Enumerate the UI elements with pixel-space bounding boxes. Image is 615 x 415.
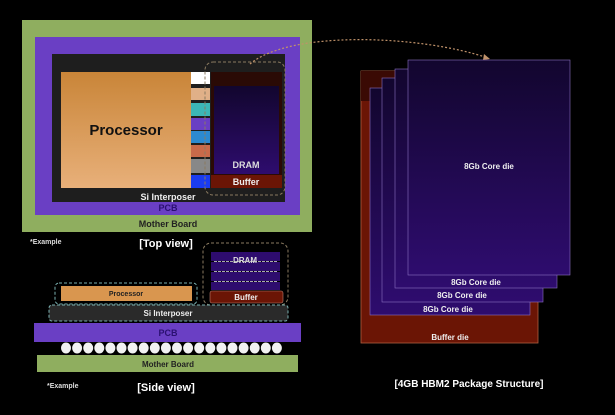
solder-ball [205, 342, 216, 354]
buffer-label: Buffer [233, 177, 260, 187]
side-interposer-label: Si Interposer [144, 309, 193, 318]
solder-ball [227, 342, 238, 354]
side-buffer-label: Buffer [234, 293, 258, 302]
side-motherboard [37, 355, 298, 372]
side-buffer [209, 290, 284, 304]
side-interposer [48, 304, 289, 322]
solder-ball [127, 342, 138, 354]
solder-ball [83, 342, 94, 354]
package-structure: 8Gb Core die 8Gb Core die 8Gb Core die 8… [360, 59, 571, 390]
phy-strip [191, 72, 210, 188]
core-die-label: 8Gb Core die [464, 162, 514, 171]
side-pcb [34, 323, 301, 342]
side-motherboard-label: Mother Board [142, 360, 194, 369]
pcb-label: PCB [158, 203, 178, 213]
side-example-note: *Example [47, 383, 79, 390]
core-die-label: 8Gb Core die [437, 291, 487, 300]
top-view-caption: [Top view] [139, 238, 193, 250]
side-view: DRAM Buffer Processor Si Interposer PCB … [34, 242, 301, 394]
core-die-1 [407, 59, 571, 276]
solder-ball [238, 342, 249, 354]
dram-layers [211, 252, 280, 290]
zoom-arrow [249, 39, 489, 65]
solder-ball [172, 342, 182, 354]
solder-ball [149, 342, 160, 354]
side-processor [61, 286, 192, 301]
package-caption: [4GB HBM2 Package Structure] [395, 379, 544, 390]
solder-ball [72, 342, 83, 354]
side-processor-label: Processor [109, 291, 144, 298]
core-die-label: 8Gb Core die [423, 305, 473, 314]
solder-ball [105, 342, 116, 354]
example-note: *Example [30, 239, 62, 246]
solder-ball [94, 342, 105, 354]
hbm-outline [204, 61, 286, 196]
side-view-caption: [Side view] [137, 382, 195, 394]
motherboard-label: Mother Board [139, 219, 198, 229]
solder-balls [61, 342, 282, 354]
side-pcb-label: PCB [158, 328, 178, 338]
solder-ball [183, 342, 194, 354]
processor-outline [54, 282, 198, 305]
solder-ball [138, 342, 149, 354]
solder-ball [249, 342, 260, 354]
processor-die [61, 72, 191, 188]
solder-ball [160, 342, 171, 354]
buffer-die [211, 175, 282, 188]
solder-ball [271, 342, 282, 354]
buffer-die-label: Buffer die [431, 333, 469, 342]
core-die-label: 8Gb Core die [451, 278, 501, 287]
solder-ball [116, 342, 127, 354]
interposer-label: Si Interposer [140, 192, 196, 202]
solder-ball [216, 342, 227, 354]
solder-ball [61, 342, 71, 354]
solder-ball [194, 342, 205, 354]
processor-label: Processor [89, 122, 163, 139]
dram-label: DRAM [233, 160, 260, 170]
side-dram-label: DRAM [233, 256, 257, 265]
solder-ball [260, 342, 271, 354]
top-view: Processor DRAM Buffer Si Interposer PCB … [22, 20, 312, 250]
